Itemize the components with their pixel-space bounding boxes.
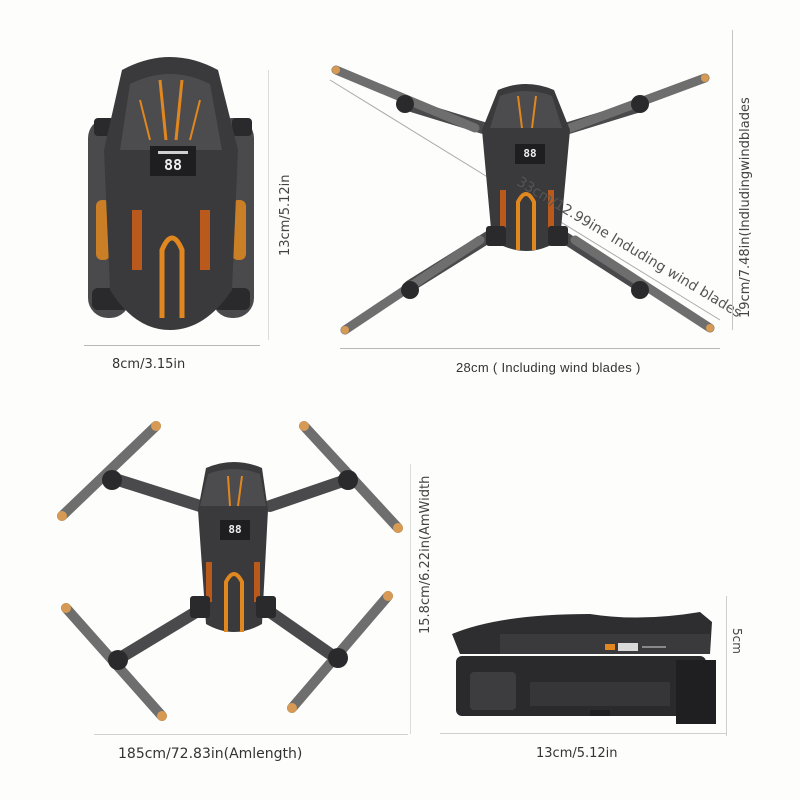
arm-dimension-view: 88 185cm/72.83in(Amlength) 15.8cm/6.22in… <box>0 400 440 800</box>
unfolded-height-line <box>732 30 733 330</box>
arm-badge-text: 88 <box>228 523 242 536</box>
unfolded-width-line <box>340 348 720 349</box>
side-width-label: 13cm/5.12in <box>536 746 618 761</box>
folded-top-view: 88 8cm/3.15in 13cm/5.12in <box>0 0 300 400</box>
folded-height-label: 13cm/5.12in <box>278 174 293 256</box>
unfolded-badge-text: 88 <box>523 147 537 160</box>
folded-width-line <box>84 345 260 346</box>
unfolded-drone-image <box>329 65 721 335</box>
side-height-line <box>726 596 727 736</box>
arm-drone-image <box>57 421 403 721</box>
arm-width-label: 185cm/72.83in(Amlength) <box>118 746 303 762</box>
folded-side-view: 13cm/5.12in 5cm <box>440 596 800 800</box>
folded-height-line <box>268 70 269 340</box>
arm-width-line <box>94 734 408 735</box>
arm-height-label: 15.8cm/6.22in(AmWidth <box>418 475 433 634</box>
side-drone-image <box>452 612 716 724</box>
unfolded-top-view: 88 33cm/12.99ine Induding wind blades 28… <box>300 0 800 400</box>
folded-badge-text: 88 <box>163 156 183 174</box>
unfolded-height-label: 19cm/7.48in(Indludingwindblades <box>738 97 753 318</box>
side-width-line <box>440 733 726 734</box>
unfolded-width-label: 28cm ( Including wind blades ) <box>456 360 641 375</box>
side-height-label: 5cm <box>730 628 744 654</box>
folded-width-label: 8cm/3.15in <box>112 357 186 372</box>
folded-drone-image <box>88 57 254 330</box>
arm-height-line <box>410 464 411 734</box>
